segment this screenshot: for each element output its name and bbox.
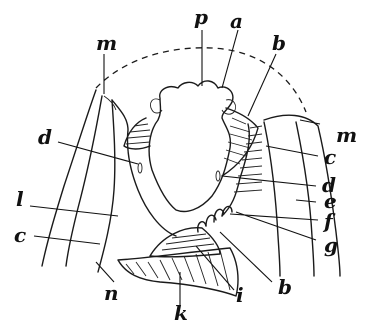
hatched-flap — [222, 108, 258, 176]
label-k: k — [174, 301, 188, 324]
right-inner-line — [296, 122, 314, 276]
right-middle-line — [264, 122, 280, 276]
pore-left — [138, 163, 142, 173]
leader-b-top — [248, 54, 276, 116]
leader-d-left — [58, 142, 138, 164]
label-a: a — [230, 9, 243, 33]
label-l: l — [16, 187, 24, 211]
leader-d-right — [222, 176, 316, 186]
central-structure — [149, 81, 233, 212]
pore-right — [216, 171, 220, 181]
leader-e — [296, 200, 316, 202]
leader-l — [30, 206, 118, 216]
leader-c-right — [266, 146, 318, 156]
left-cut-edge — [112, 100, 176, 236]
left-inner-line — [98, 100, 115, 272]
label-m-left: m — [96, 31, 117, 55]
label-b-top: b — [272, 31, 286, 55]
leader-c-left — [34, 236, 100, 244]
label-b-bottom: b — [278, 275, 292, 299]
label-c-left: c — [14, 223, 26, 247]
label-m-right: m — [336, 123, 357, 147]
leader-b-bottom — [220, 232, 272, 282]
left-outer-wall — [42, 90, 96, 266]
label-c-right: c — [324, 145, 336, 169]
leader-i — [196, 246, 234, 290]
label-g: g — [324, 233, 338, 257]
label-n: n — [104, 281, 119, 305]
hatching-left — [126, 124, 150, 144]
leader-g — [236, 212, 316, 240]
label-d-left: d — [38, 125, 52, 149]
label-i: i — [236, 283, 244, 307]
leader-a — [222, 30, 238, 88]
label-p: p — [194, 5, 208, 29]
